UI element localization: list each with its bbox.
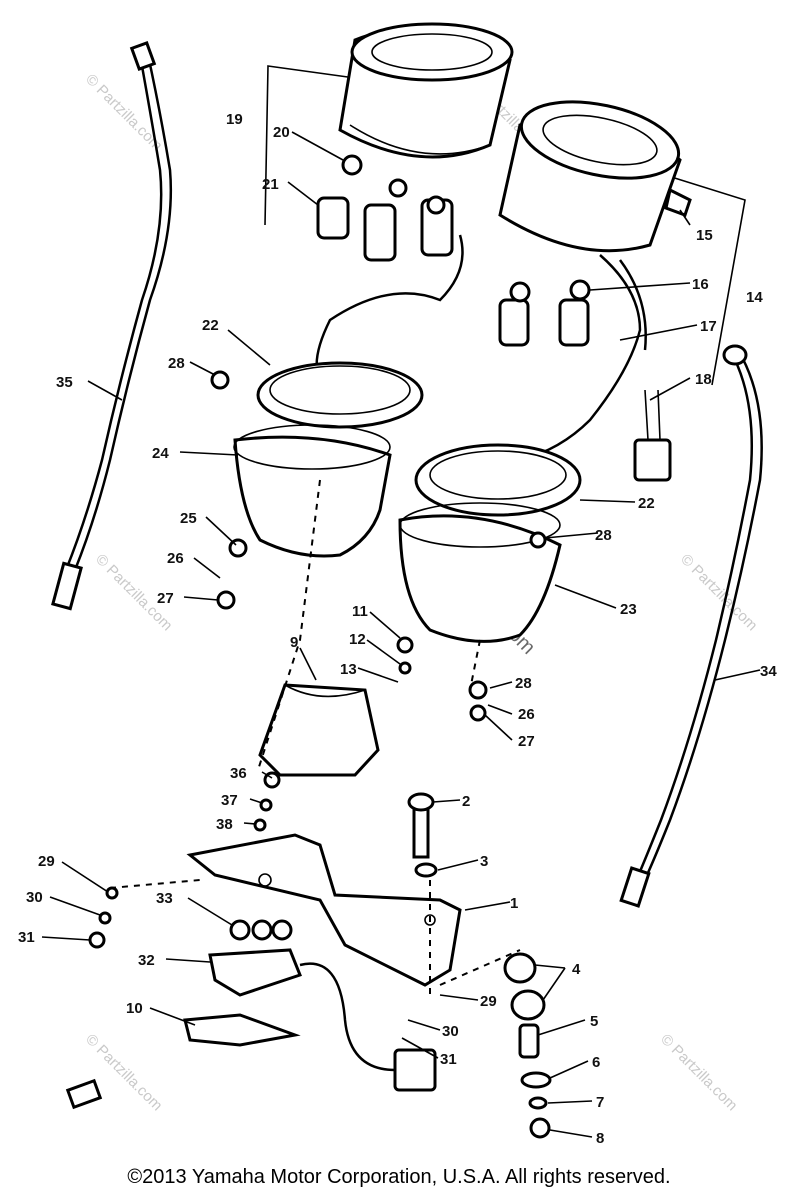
indicator-housing: [253, 636, 414, 832]
callout-32: 32: [138, 952, 155, 969]
watermark: © Partzilla.com: [657, 1031, 740, 1114]
callout-31-lower: 31: [440, 1051, 457, 1068]
callout-33: 33: [156, 890, 173, 907]
speedometer-cable: [51, 41, 173, 611]
callout-28: 28: [168, 355, 185, 372]
callout-36: 36: [230, 765, 247, 782]
callout-31: 31: [18, 929, 35, 946]
callout-1: 1: [510, 895, 518, 912]
callout-13: 13: [340, 661, 357, 678]
callout-27-right: 27: [518, 733, 535, 750]
callout-18: 18: [695, 371, 712, 388]
callout-28-small: 28: [515, 675, 532, 692]
callout-12: 12: [349, 631, 366, 648]
mounting-bracket: [186, 833, 462, 987]
speedometer-assembly: [315, 22, 514, 381]
callout-30: 30: [26, 889, 43, 906]
callout-17: 17: [700, 318, 717, 335]
callout-7: 7: [596, 1094, 604, 1111]
right-cover-cup: [398, 443, 582, 722]
callout-26: 26: [167, 550, 184, 567]
callout-20: 20: [273, 124, 290, 141]
callout-3: 3: [480, 853, 488, 870]
callout-35: 35: [56, 374, 73, 391]
callout-11: 11: [352, 603, 368, 620]
watermark: © Partzilla.com: [82, 1031, 165, 1114]
callout-38: 38: [216, 816, 233, 833]
callout-6: 6: [592, 1054, 600, 1071]
copyright-notice: ©2013 Yamaha Motor Corporation, U.S.A. A…: [127, 1166, 671, 1188]
callout-16: 16: [692, 276, 709, 293]
callout-2: 2: [462, 793, 470, 810]
assembly-line: [109, 879, 201, 889]
left-cover-cup: [210, 361, 424, 610]
callout-8: 8: [596, 1130, 604, 1147]
callout-30-lower: 30: [442, 1023, 459, 1040]
callout-15: 15: [696, 227, 713, 244]
assembly-line: [257, 479, 321, 771]
tachometer-cable: [619, 344, 763, 908]
callout-10: 10: [126, 1000, 143, 1017]
callout-14: 14: [746, 289, 763, 306]
callout-22: 22: [638, 495, 655, 512]
callout-25: 25: [180, 510, 197, 527]
callout-22: 22: [202, 317, 219, 334]
callout-29: 29: [38, 853, 55, 870]
grommet-stack: [503, 952, 552, 1139]
tachometer-assembly: [498, 100, 692, 482]
leader-lines: [41, 131, 761, 1138]
left-lower-hardware: [65, 886, 437, 1110]
callout-4: 4: [572, 961, 581, 978]
bracket-19: [264, 65, 356, 226]
callout-9: 9: [290, 634, 298, 651]
callout-19: 19: [226, 111, 243, 128]
callout-34: 34: [760, 663, 777, 680]
callout-26-right: 26: [518, 706, 535, 723]
bracket-14: [664, 174, 746, 386]
assembly-line: [439, 949, 521, 986]
watermark: © Partzilla.com: [677, 551, 760, 634]
callout-23: 23: [620, 601, 637, 618]
callout-29-lower: 29: [480, 993, 497, 1010]
bolt-and-washer: [407, 792, 438, 878]
callout-37: 37: [221, 792, 238, 809]
callout-5: 5: [590, 1013, 598, 1030]
callout-labels: 19 20 21 15 16 14 17 18 22 28 35 24 22 2…: [18, 111, 777, 1147]
callout-28: 28: [595, 527, 612, 544]
callout-21: 21: [262, 176, 279, 193]
callout-24: 24: [152, 445, 169, 462]
assembly-line: [469, 639, 481, 691]
callout-27: 27: [157, 590, 174, 607]
